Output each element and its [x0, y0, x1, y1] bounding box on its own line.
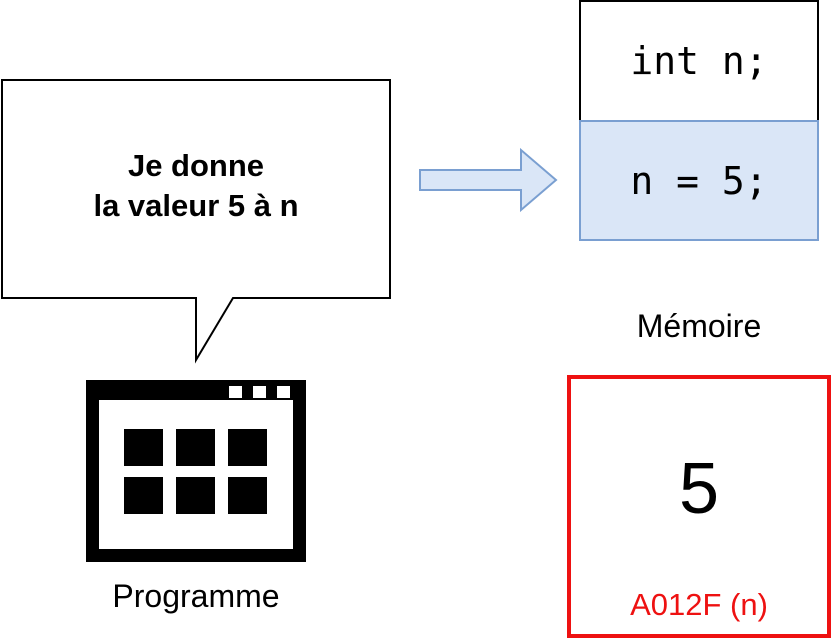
code-assignment: n = 5; — [579, 120, 819, 241]
program-label: Programme — [112, 578, 280, 614]
code-declaration: int n; — [579, 0, 819, 122]
memory-label: Mémoire — [636, 308, 762, 344]
right-arrow-icon — [419, 147, 558, 213]
memory-cell-address: A012F (n) — [630, 587, 768, 622]
speech-line-1: Je donne — [127, 148, 265, 183]
speech-bubble — [1, 79, 391, 364]
program-window-icon — [86, 380, 306, 562]
memory-cell: 5 A012F (n) — [567, 375, 831, 638]
speech-line-2: la valeur 5 à n — [93, 188, 299, 224]
speech-bubble-text: Je donne la valeur 5 à n — [2, 146, 390, 227]
memory-cell-value: 5 — [678, 449, 720, 529]
